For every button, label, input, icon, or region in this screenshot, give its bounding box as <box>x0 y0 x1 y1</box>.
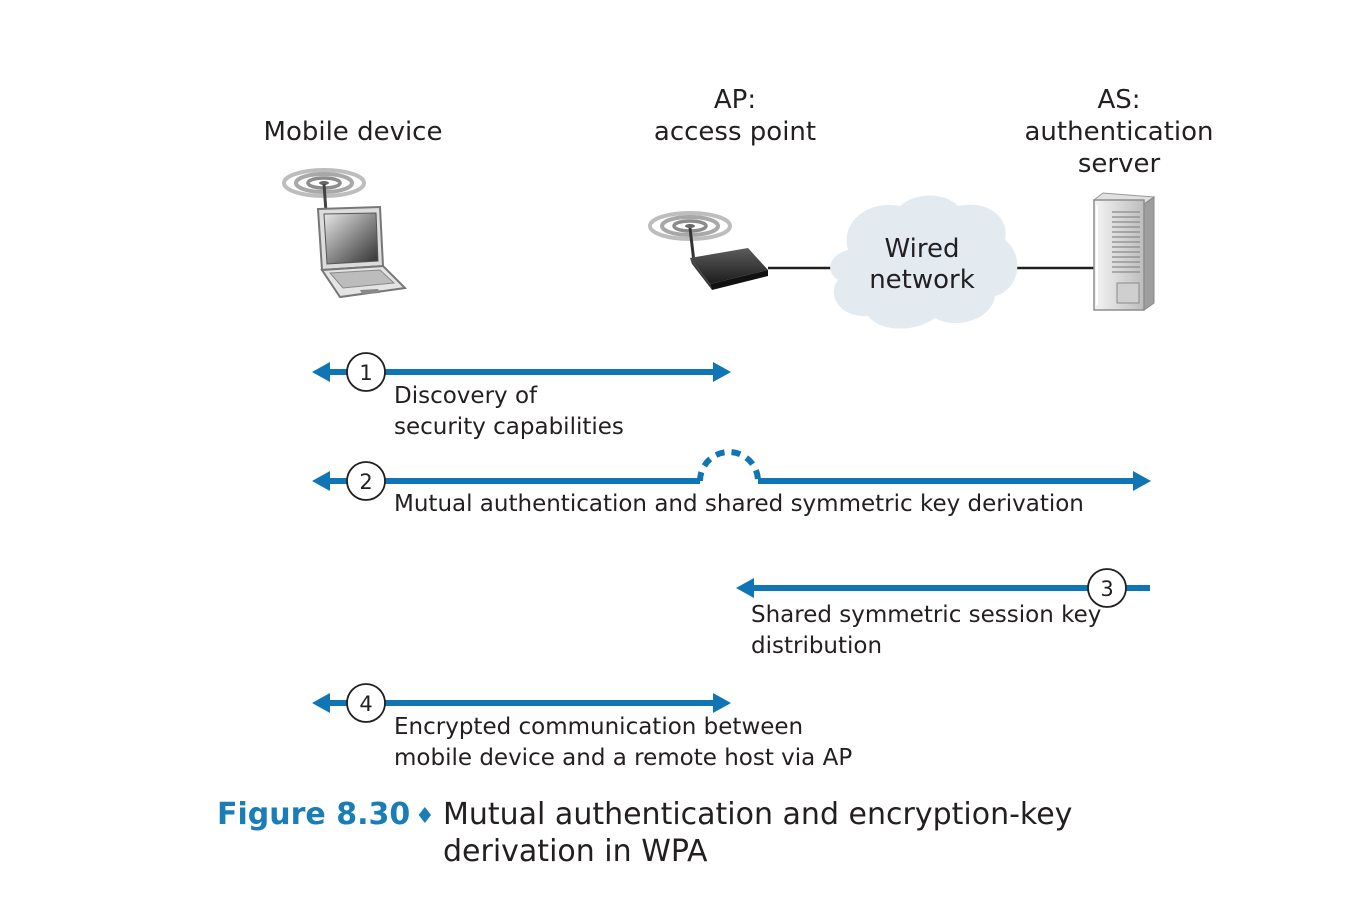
auth-server-label: AS: authentication server <box>1014 84 1224 180</box>
auth-server-label-line1: AS: <box>1097 85 1141 115</box>
step2-number: 2 <box>359 470 372 494</box>
step4-badge <box>346 683 386 723</box>
step3-number: 3 <box>1100 577 1113 601</box>
caption-text: Mutual authentication and encryption-key… <box>443 797 1073 869</box>
step4-description: Encrypted communication between mobile d… <box>394 712 852 774</box>
access-point-label-line2: access point <box>653 117 817 147</box>
step4-arrow: 4 <box>312 683 731 723</box>
step1-arrow: 1 <box>312 352 731 392</box>
auth-server-label-line2: authentication <box>1024 117 1214 147</box>
step1-number: 1 <box>359 361 372 385</box>
step2-arrow: 2 <box>312 449 1151 501</box>
step2-line1: Mutual authentication and shared symmetr… <box>394 491 1084 517</box>
mobile-device-label: Mobile device <box>258 116 448 148</box>
caption-separator: ♦ <box>415 804 435 829</box>
access-point-label-line1: AP: <box>713 85 757 115</box>
laptop-icon <box>282 168 408 299</box>
step3-badge <box>1087 568 1127 608</box>
step4-line1: Encrypted communication between <box>394 714 804 740</box>
step3-description: Shared symmetric session key distributio… <box>751 600 1101 662</box>
auth-server-label-line3: server <box>1077 149 1161 179</box>
figure-number: Figure 8.30 <box>217 797 411 832</box>
step3-line2: distribution <box>751 633 883 659</box>
step4-line2: mobile device and a remote host via AP <box>394 745 853 771</box>
step1-line1: Discovery of <box>394 383 538 409</box>
mobile-device-label-text: Mobile device <box>263 117 443 147</box>
step2-description: Mutual authentication and shared symmetr… <box>394 489 1084 520</box>
step1-line2: security capabilities <box>394 414 624 440</box>
step1-description: Discovery of security capabilities <box>394 381 624 443</box>
cloud-label-line2: network <box>869 265 975 295</box>
step2-badge <box>346 461 386 501</box>
access-point-label: AP: access point <box>640 84 830 148</box>
step3-arrow: 3 <box>736 568 1150 608</box>
access-point-icon <box>648 211 768 290</box>
wired-network-cloud: Wired network <box>830 195 1018 329</box>
step3-line1: Shared symmetric session key <box>751 602 1102 628</box>
cloud-label-line1: Wired <box>885 234 960 264</box>
server-icon <box>1092 192 1156 311</box>
step4-number: 4 <box>359 692 372 716</box>
step1-badge <box>346 352 386 392</box>
